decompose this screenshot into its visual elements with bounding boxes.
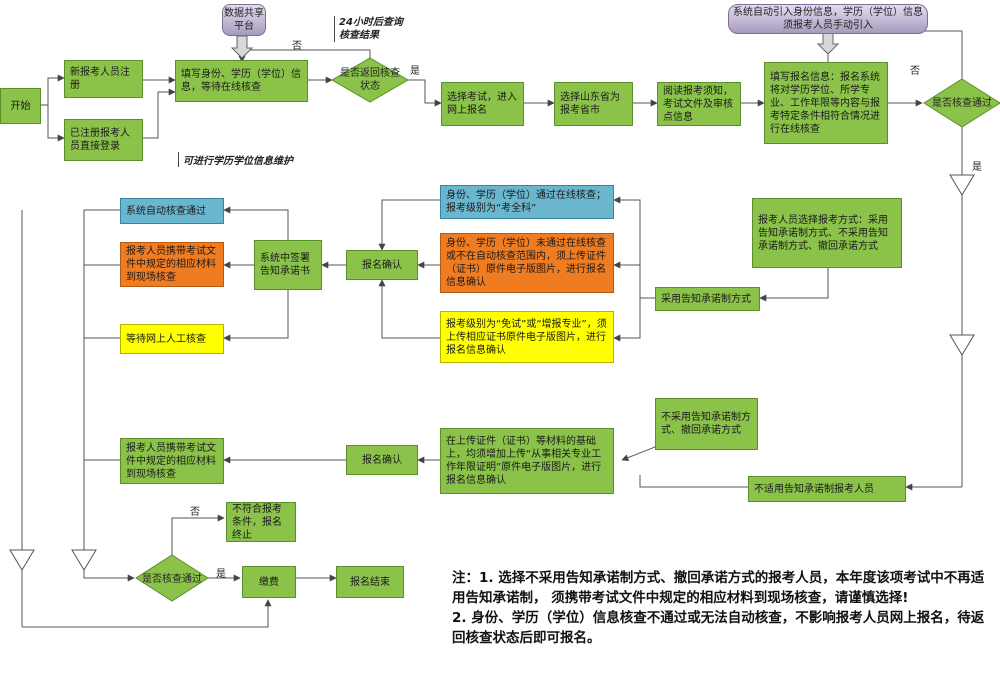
- data-sharing-platform: 数据共享平台: [222, 4, 266, 36]
- fill-form: 填写报名信息：报名系统将对学历学位、所学专业、工作年限等内容与报考特定条件相符合…: [764, 62, 888, 144]
- no-commitment: 不采用告知承诺制方式、撤回承诺方式: [655, 398, 758, 450]
- use-commitment: 采用告知承诺制方式: [655, 287, 760, 311]
- note-24h: 24小时后查询核查结果: [334, 16, 411, 42]
- label-yes-top: 是: [410, 66, 420, 77]
- footnote-line-2: 2. 身份、学历（学位）信息核查不通过或无法自动核查，不影响报考人员网上报名，待…: [452, 610, 985, 646]
- not-eligible: 不符合报考条件，报名终止: [226, 502, 296, 542]
- auto-check-pass: 系统自动核查通过: [120, 198, 224, 224]
- upload-extra-proof: 在上传证件（证书）等材料的基础上，均须增加上传“从事相关专业工作年限证明”原件电…: [440, 428, 614, 494]
- not-applicable: 不适用告知承诺制报考人员: [748, 476, 906, 502]
- fill-identity-info: 填写身份、学历（学位）信息，等待在线核查: [175, 60, 308, 102]
- label-yes-final: 是: [216, 569, 226, 580]
- exempt-level: 报考级别为“免试”或“增报专业”，须上传相应证书原件电子版图片，进行报名信息确认: [440, 311, 614, 363]
- confirm-registration-2: 报名确认: [346, 445, 418, 475]
- fail-online-check: 身份、学历（学位）未通过在线核查或不在自动核查范围内，须上传证件（证书）原件电子…: [440, 233, 614, 293]
- final-check-question: 是否核查通过: [142, 573, 202, 585]
- read-notice: 阅读报考须知，考试文件及审核点信息: [657, 82, 741, 126]
- select-exam: 选择考试，进入网上报名: [441, 82, 524, 126]
- check-pass-question: 是否核查通过: [932, 97, 992, 109]
- pay-fee: 缴费: [242, 566, 296, 598]
- onsite-check-1: 报考人员携带考试文件中规定的相应材料到现场核查: [120, 242, 224, 287]
- confirm-registration-1: 报名确认: [346, 250, 418, 280]
- existing-login: 已注册报考人员直接登录: [64, 119, 143, 161]
- footnote: 注：1. 选择不采用告知承诺制方式、撤回承诺方式的报考人员，本年度该项考试中不再…: [452, 568, 992, 648]
- start-node: 开始: [0, 88, 41, 124]
- select-province: 选择山东省为报考省市: [554, 82, 633, 126]
- label-no-right: 否: [910, 66, 920, 77]
- check-return-question: 是否返回核查状态: [340, 68, 400, 92]
- sign-commitment: 系统中签署告知承诺书: [254, 240, 322, 290]
- label-yes-right: 是: [972, 162, 982, 173]
- new-registration: 新报考人员注册: [64, 60, 143, 98]
- pass-online-check: 身份、学历（学位）通过在线核查；报考级别为“考全科”: [440, 185, 614, 219]
- label-no-final: 否: [190, 507, 200, 518]
- wait-manual-check: 等待网上人工核查: [120, 324, 224, 354]
- label-no-top: 否: [292, 41, 302, 52]
- footnote-line-1: 注：1. 选择不采用告知承诺制方式、撤回承诺方式的报考人员，本年度该项考试中不再…: [452, 570, 985, 606]
- note-maintenance: 可进行学历学位信息维护: [178, 152, 293, 167]
- registration-done: 报名结束: [336, 566, 404, 598]
- system-import-note: 系统自动引入身份信息，学历（学位）信息须报考人员手动引入: [728, 4, 928, 34]
- onsite-check-2: 报考人员携带考试文件中规定的相应材料到现场核查: [120, 438, 224, 484]
- choose-method: 报考人员选择报考方式：采用告知承诺制方式、不采用告知承诺制方式、撤回承诺方式: [752, 198, 902, 268]
